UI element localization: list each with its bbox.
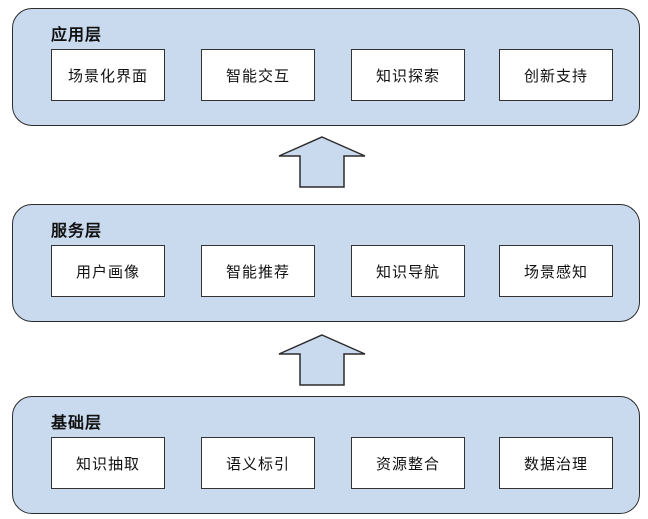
application-layer: 应用层 场景化界面 智能交互 知识探索 创新支持 bbox=[12, 8, 640, 126]
up-arrow-icon bbox=[278, 334, 366, 386]
module-knowledge-exploration: 知识探索 bbox=[351, 49, 465, 101]
module-scenario-awareness: 场景感知 bbox=[499, 245, 613, 297]
module-intelligent-interaction: 智能交互 bbox=[201, 49, 315, 101]
module-intelligent-recommendation: 智能推荐 bbox=[201, 245, 315, 297]
service-layer: 服务层 用户画像 智能推荐 知识导航 场景感知 bbox=[12, 204, 640, 322]
module-knowledge-navigation: 知识导航 bbox=[351, 245, 465, 297]
foundation-layer-title: 基础层 bbox=[51, 413, 103, 432]
service-layer-title: 服务层 bbox=[51, 221, 103, 240]
foundation-layer: 基础层 知识抽取 语义标引 资源整合 数据治理 bbox=[12, 396, 640, 514]
module-resource-integration: 资源整合 bbox=[351, 437, 465, 489]
module-innovation-support: 创新支持 bbox=[499, 49, 613, 101]
module-knowledge-extraction: 知识抽取 bbox=[51, 437, 165, 489]
module-user-profile: 用户画像 bbox=[51, 245, 165, 297]
application-layer-title: 应用层 bbox=[51, 25, 103, 44]
module-semantic-indexing: 语义标引 bbox=[201, 437, 315, 489]
module-data-governance: 数据治理 bbox=[499, 437, 613, 489]
up-arrow-icon bbox=[278, 136, 366, 188]
module-scenario-interface: 场景化界面 bbox=[51, 49, 165, 101]
